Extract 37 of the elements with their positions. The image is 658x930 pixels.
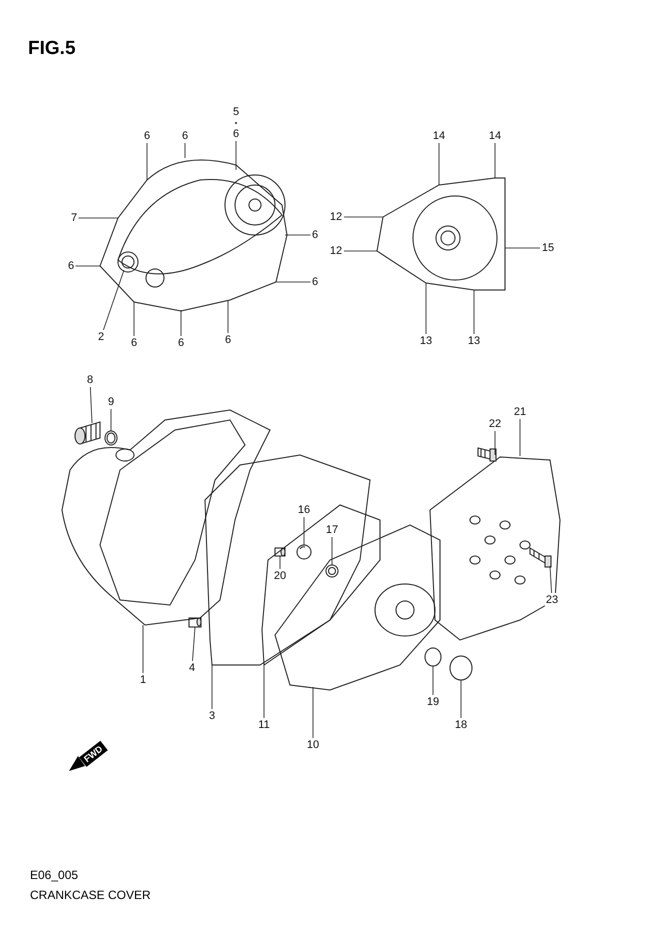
dowel-pin-drawing [188, 618, 202, 628]
magneto-cover-drawing [376, 178, 506, 290]
leader-line [284, 234, 311, 236]
leader-line [438, 142, 440, 186]
leader-line [344, 216, 384, 218]
bolt-drawing [478, 447, 496, 462]
leader-line [146, 142, 148, 180]
leader-line [460, 680, 462, 718]
clutch-cover-drawing [100, 160, 288, 312]
caption: CRANKCASE COVER [30, 888, 151, 902]
plug-drawing [74, 421, 100, 445]
crankcase-cover-drawing [62, 410, 270, 626]
leader-line [103, 270, 124, 330]
bolt-drawing [530, 547, 552, 568]
leader-line [90, 386, 92, 424]
o-ring-drawing [104, 430, 118, 446]
leader-line [494, 430, 496, 456]
gasket-drawing [262, 504, 380, 666]
plug-drawing [450, 656, 472, 680]
leader-line [432, 666, 434, 696]
leader-line [192, 626, 196, 662]
leader-line [180, 310, 182, 336]
o-ring-drawing [424, 648, 442, 666]
leader-line [184, 142, 186, 158]
leader-line [550, 566, 552, 594]
callout-number: 5 [232, 106, 240, 118]
figure-title: FIG.5 [28, 38, 76, 60]
leader-line [312, 686, 314, 738]
leader-line [494, 142, 496, 178]
cover-drawing [274, 524, 440, 691]
leader-line [344, 250, 378, 252]
sprocket-cover-drawing [429, 456, 560, 641]
o-ring-drawing [326, 564, 338, 578]
drawing-code: E06_005 [30, 868, 78, 882]
gasket-drawing [204, 454, 371, 666]
leader-line [110, 408, 112, 432]
leader-line [142, 624, 144, 674]
